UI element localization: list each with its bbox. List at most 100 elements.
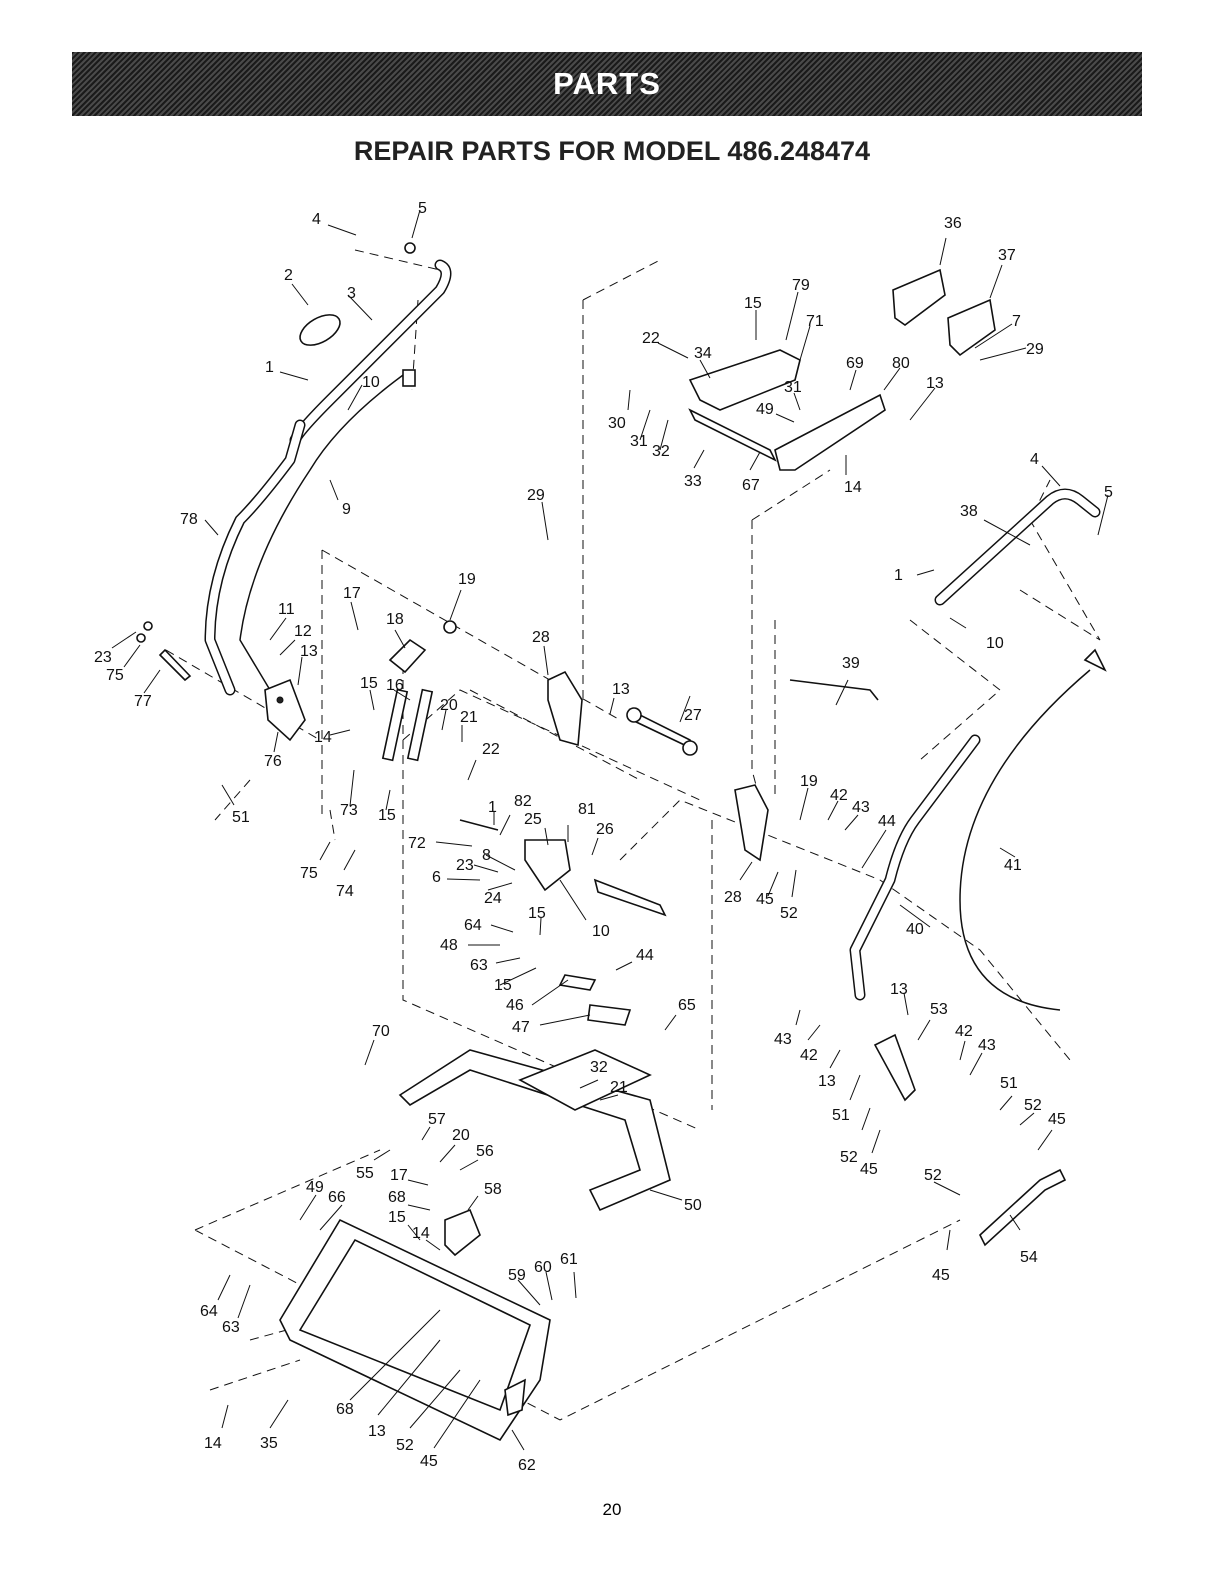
callout-label: 36: [944, 215, 962, 232]
assembly-guide-lines: [165, 249, 1101, 1421]
callout-label: 23: [456, 857, 474, 874]
callout-label: 15: [528, 905, 546, 922]
bracket-46: [558, 974, 597, 991]
callout-label: 24: [484, 890, 502, 907]
callout-label: 1: [894, 567, 903, 584]
shift-lever: [524, 839, 571, 892]
callout-label: 64: [200, 1303, 218, 1320]
callout-label: 1: [265, 359, 274, 376]
callout-label: 6: [432, 869, 441, 886]
callout-label: 48: [440, 937, 458, 954]
callout-label: 15: [378, 807, 396, 824]
callout-label: 14: [204, 1435, 222, 1452]
callout-label: 10: [986, 635, 1004, 652]
callout-label: 13: [300, 643, 318, 660]
callout-label: 20: [452, 1127, 470, 1144]
callout-label: 74: [336, 883, 354, 900]
callout-label: 13: [368, 1423, 386, 1440]
callout-label: 39: [842, 655, 860, 672]
callout-label: 82: [514, 793, 532, 810]
callout-label: 26: [596, 821, 614, 838]
callout-label: 17: [343, 585, 361, 602]
callout-label: 59: [508, 1267, 526, 1284]
plate-37: [947, 298, 996, 357]
callout-label: 21: [460, 709, 478, 726]
callout-label: 27: [684, 707, 702, 724]
plate-62: [504, 1378, 526, 1417]
callout-label: 29: [1026, 341, 1044, 358]
callout-label: 49: [756, 401, 774, 418]
callout-label: 31: [630, 433, 648, 450]
cable-tie: [299, 314, 341, 346]
callout-label: 72: [408, 835, 426, 852]
callout-label: 31: [784, 379, 802, 396]
callout-label: 4: [1030, 451, 1039, 468]
callout-label: 30: [608, 415, 626, 432]
callout-label: 50: [684, 1197, 702, 1214]
callout-label: 28: [724, 889, 742, 906]
callout-label: 52: [396, 1437, 414, 1454]
callout-label: 53: [930, 1001, 948, 1018]
callout-label: 32: [652, 443, 670, 460]
callout-label: 46: [506, 997, 524, 1014]
pivot-bracket-right: [734, 784, 769, 862]
lever-shaft: [593, 878, 667, 917]
callout-label: 45: [420, 1453, 438, 1470]
callout-label: 51: [832, 1107, 850, 1124]
chute-housing: [279, 1208, 551, 1442]
callout-label: 5: [418, 200, 427, 217]
top-frame-assembly: [688, 268, 996, 471]
callout-label: 29: [527, 487, 545, 504]
right-handle-assembly: [789, 488, 1107, 1247]
callout-label: 38: [960, 503, 978, 520]
callout-label: 14: [844, 479, 862, 496]
callout-label: 2: [284, 267, 293, 284]
callout-label: 14: [412, 1225, 430, 1242]
callout-label: 43: [852, 799, 870, 816]
callout-label: 13: [612, 681, 630, 698]
callout-label: 13: [818, 1073, 836, 1090]
shift-rod: [158, 648, 192, 682]
callout-label: 68: [388, 1189, 406, 1206]
cable-clip: [402, 369, 416, 387]
callout-label: 51: [1000, 1075, 1018, 1092]
callout-label: 4: [312, 211, 321, 228]
callout-label: 70: [372, 1023, 390, 1040]
callout-label: 62: [518, 1457, 536, 1474]
callout-label: 61: [560, 1251, 578, 1268]
callout-label: 47: [512, 1019, 530, 1036]
callout-label: 37: [998, 247, 1016, 264]
callout-label: 19: [800, 773, 818, 790]
callout-label: 65: [678, 997, 696, 1014]
bracket-58: [444, 1208, 481, 1257]
callout-label: 14: [314, 729, 332, 746]
callout-label: 15: [388, 1209, 406, 1226]
callout-label: 5: [1104, 484, 1113, 501]
callout-label: 52: [780, 905, 798, 922]
left-bracket: [136, 621, 306, 742]
callout-label: 15: [494, 977, 512, 994]
callout-label: 73: [340, 802, 358, 819]
callout-label: 15: [744, 295, 762, 312]
callout-label: 22: [642, 330, 660, 347]
rod-39: [789, 679, 879, 701]
leader-lines: [111, 209, 1109, 1451]
callout-label: 56: [476, 1143, 494, 1160]
crossbar-67: [688, 408, 777, 462]
callout-label: 33: [684, 473, 702, 490]
callout-label: 66: [328, 1189, 346, 1206]
callout-label: 1: [488, 799, 497, 816]
callout-label: 79: [792, 277, 810, 294]
bracket-53: [873, 1033, 916, 1102]
callout-label: 28: [532, 629, 550, 646]
callout-label: 10: [592, 923, 610, 940]
callout-label: 51: [232, 809, 250, 826]
callout-label: 58: [484, 1181, 502, 1198]
page-title: REPAIR PARTS FOR MODEL 486.248474: [353, 136, 871, 166]
callout-label: 11: [278, 601, 295, 618]
callout-label: 43: [774, 1031, 792, 1048]
lower-frame: [398, 1049, 671, 1212]
bracket-47: [587, 1004, 632, 1026]
callout-label: 60: [534, 1259, 552, 1276]
